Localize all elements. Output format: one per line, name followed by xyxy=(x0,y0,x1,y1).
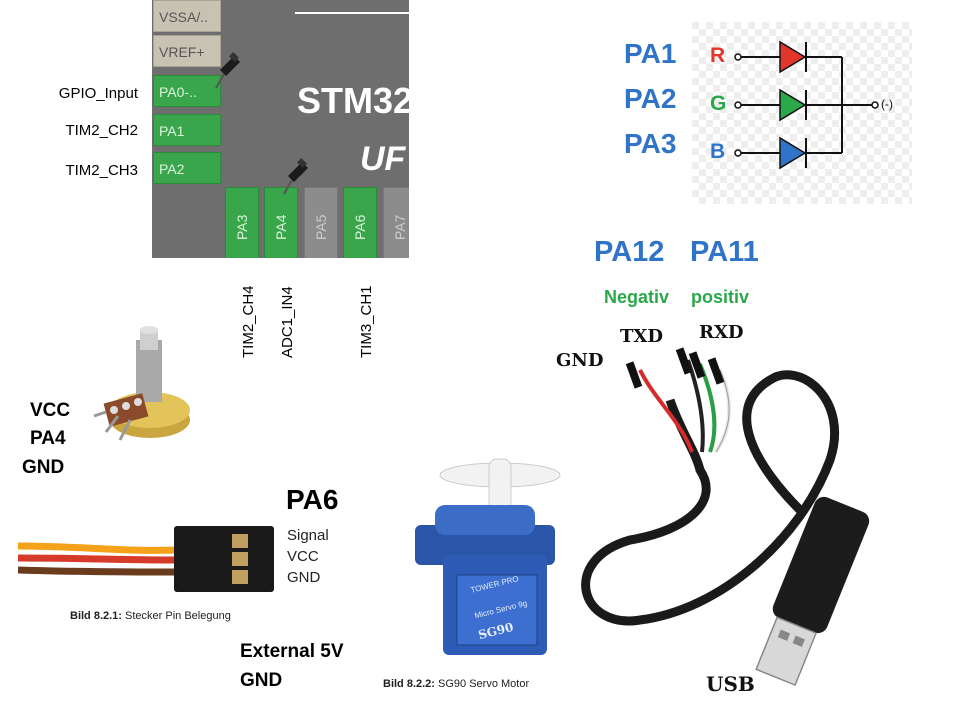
rgb-pin-pa1: PA1 xyxy=(624,38,677,69)
servo-gnd-label: GND xyxy=(287,569,321,586)
uart-txd-label: TXD xyxy=(620,326,663,347)
led-common-label: (-) xyxy=(881,97,893,111)
led-letter-b: B xyxy=(710,140,726,163)
pin-pa4: PA4 xyxy=(264,187,298,258)
pin-pa2: PA2 xyxy=(153,152,221,184)
rgb-pin-pa2: PA2 xyxy=(624,83,677,114)
potentiometer-icon xyxy=(93,326,190,441)
servo-connector-illustration xyxy=(18,526,274,592)
chip-subtitle: UF xyxy=(360,140,406,178)
pin-pa1: PA1 xyxy=(153,114,221,146)
caption-sg90: Bild 8.2.2: SG90 Servo Motor xyxy=(383,678,530,690)
chip-title: STM32 xyxy=(297,80,409,121)
uart-gnd-label: GND xyxy=(556,350,604,371)
led-triangle-green xyxy=(779,88,807,122)
label-tim2-ch3: TIM2_CH3 xyxy=(65,162,138,179)
uart-positiv-label: positiv xyxy=(691,287,750,307)
pot-pa4-label: PA4 xyxy=(30,428,66,449)
pin-pa6: PA6 xyxy=(343,187,377,258)
pot-vcc-label: VCC xyxy=(30,400,71,421)
label-tim2-ch2: TIM2_CH2 xyxy=(65,122,138,139)
led-letter-r: R xyxy=(710,44,726,67)
led-triangle-red xyxy=(779,40,807,74)
uart-rxd-label: RXD xyxy=(699,322,744,343)
uart-pin-pa12: PA12 xyxy=(594,236,665,268)
label-adc1-in4: ADC1_IN4 xyxy=(279,286,296,358)
pushpin-icon xyxy=(215,52,240,89)
usb-uart-cable-illustration xyxy=(581,347,870,687)
rgb-pin-pa3: PA3 xyxy=(624,128,677,159)
label-tim2-ch4: TIM2_CH4 xyxy=(240,285,257,358)
power-gnd: GND xyxy=(240,670,283,691)
uart-pin-pa11: PA11 xyxy=(690,236,759,268)
pin-vssa: VSSA/.. xyxy=(153,0,221,32)
pin-vref: VREF+ xyxy=(153,35,221,67)
stm32-pinout-panel: VSSA/.. VREF+ PA0-.. PA1 PA2 PA3 PA4 PA5… xyxy=(152,0,409,258)
servo-signal-label: Signal xyxy=(287,527,329,544)
pushpin-icon xyxy=(283,158,308,195)
sg90-servo-illustration xyxy=(415,458,561,655)
led-triangle-blue xyxy=(779,136,807,170)
led-letter-g: G xyxy=(710,92,727,115)
pin-pa0: PA0-.. xyxy=(153,75,221,107)
uart-negativ-label: Negativ xyxy=(604,287,670,307)
pin-pa7: PA7 xyxy=(383,187,409,258)
servo-vcc-label: VCC xyxy=(287,548,319,565)
chip-border-line xyxy=(295,12,409,14)
pin-pa3: PA3 xyxy=(225,187,259,258)
servo-pin-pa6: PA6 xyxy=(286,484,339,515)
label-tim3-ch1: TIM3_CH1 xyxy=(358,285,375,358)
pin-pa5: PA5 xyxy=(304,187,338,258)
caption-stecker: Bild 8.2.1: Stecker Pin Belegung xyxy=(70,610,231,622)
usb-label: USB xyxy=(706,672,755,696)
pot-gnd-label: GND xyxy=(22,457,65,478)
label-gpio-input: GPIO_Input xyxy=(58,85,138,102)
power-external-5v: External 5V xyxy=(240,641,344,662)
rgb-led-schematic xyxy=(692,22,912,204)
